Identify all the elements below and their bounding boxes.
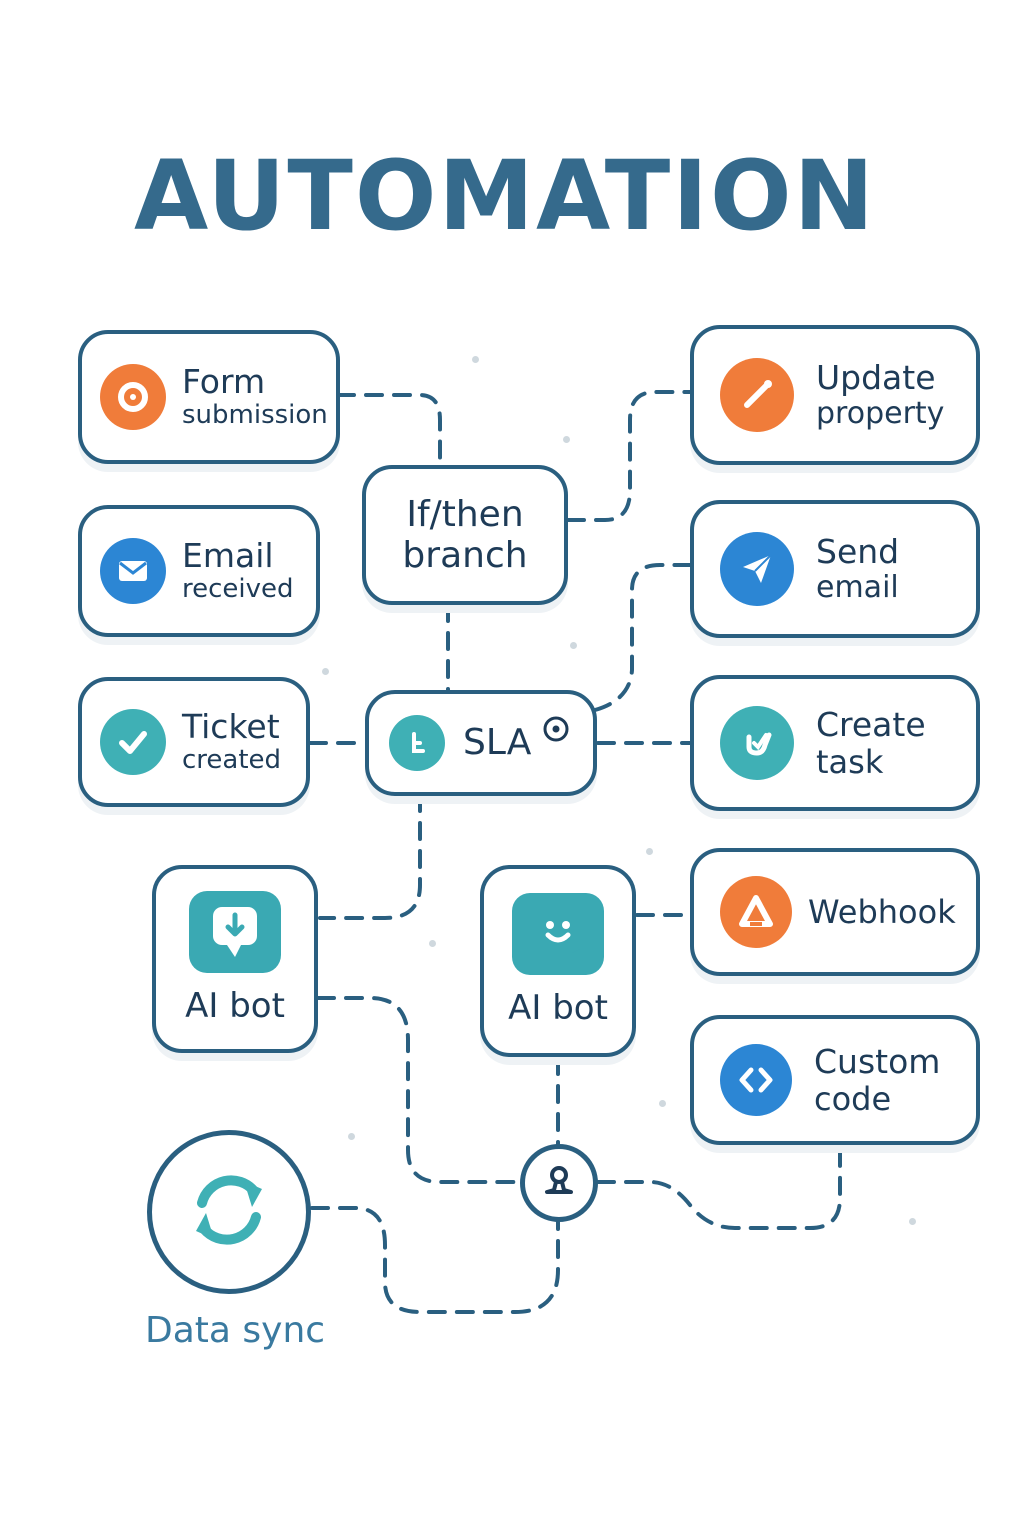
ticket-created-sublabel: created	[182, 745, 282, 776]
send-email-label: Send	[816, 531, 900, 571]
connector-sla-to-aibot-left	[318, 793, 422, 920]
email-received-label: Email	[182, 536, 274, 576]
checkmark-icon	[100, 709, 166, 775]
ai-bot-left-node[interactable]: AI bot	[152, 865, 318, 1053]
task-check-icon	[720, 706, 794, 780]
create-task-node[interactable]: Create task	[690, 675, 980, 811]
decorative-dot	[659, 1100, 666, 1107]
decorative-dot	[322, 668, 329, 675]
decorative-dot	[563, 436, 570, 443]
decorative-dot	[646, 848, 653, 855]
decorative-dot	[472, 356, 479, 363]
sla-label: SLA	[463, 722, 532, 764]
form-submission-sublabel: submission	[182, 400, 328, 431]
connector-form-to-branch	[336, 393, 442, 467]
update-property-sublabel: property	[816, 395, 945, 431]
webhook-icon	[720, 876, 792, 948]
timer-icon	[389, 715, 445, 771]
update-property-node[interactable]: Update property	[690, 325, 980, 465]
connector-hub-to-custom	[596, 1146, 842, 1230]
update-property-label: Update	[816, 357, 936, 397]
custom-code-sublabel: code	[814, 1079, 892, 1118]
webhook-label: Webhook	[808, 892, 956, 931]
send-email-node[interactable]: Send email	[690, 500, 980, 638]
code-icon	[720, 1044, 792, 1116]
if-then-branch-node[interactable]: If/then branch	[362, 465, 568, 605]
email-received-node[interactable]: Email received	[78, 505, 320, 637]
ai-bot-left-label: AI bot	[185, 986, 285, 1027]
decorative-dot	[570, 642, 577, 649]
clock-badge-icon	[543, 716, 569, 742]
send-email-sublabel: email	[816, 569, 899, 605]
ticket-created-label: Ticket	[182, 707, 280, 747]
chat-smile-icon	[512, 893, 604, 976]
decorative-dot	[429, 940, 436, 947]
webhook-node[interactable]: Webhook	[690, 848, 980, 976]
connector-sla-to-send	[593, 563, 692, 712]
create-task-label: Create	[816, 704, 926, 744]
form-submission-node[interactable]: Form submission	[78, 330, 340, 464]
paper-plane-icon	[720, 532, 794, 606]
pencil-icon	[720, 358, 794, 432]
connector-aibot-left-to-hub	[316, 996, 524, 1184]
page-title: AUTOMATION	[134, 140, 876, 252]
form-submission-label: Form	[182, 362, 266, 402]
sla-node[interactable]: SLA	[365, 690, 597, 796]
custom-code-node[interactable]: Custom code	[690, 1015, 980, 1145]
chat-download-icon	[189, 891, 281, 974]
target-icon	[100, 364, 166, 430]
connector-sync-to-hub	[310, 1206, 560, 1314]
branch-label-line1: If/then	[406, 493, 524, 535]
user-icon	[539, 1161, 579, 1205]
ai-bot-right-label: AI bot	[508, 988, 608, 1029]
connector-branch-to-update	[566, 390, 692, 522]
email-received-sublabel: received	[182, 574, 294, 605]
data-sync-label: Data sync	[145, 1310, 326, 1351]
decorative-dot	[348, 1133, 355, 1140]
branch-label-line2: branch	[402, 535, 528, 576]
ai-bot-right-node[interactable]: AI bot	[480, 865, 636, 1057]
user-hub-node[interactable]	[520, 1144, 598, 1222]
sync-icon	[174, 1155, 284, 1269]
envelope-icon	[100, 538, 166, 604]
data-sync-node[interactable]	[147, 1130, 311, 1294]
ticket-created-node[interactable]: Ticket created	[78, 677, 310, 807]
custom-code-label: Custom	[814, 1041, 941, 1081]
create-task-sublabel: task	[816, 742, 884, 781]
decorative-dot	[909, 1218, 916, 1225]
